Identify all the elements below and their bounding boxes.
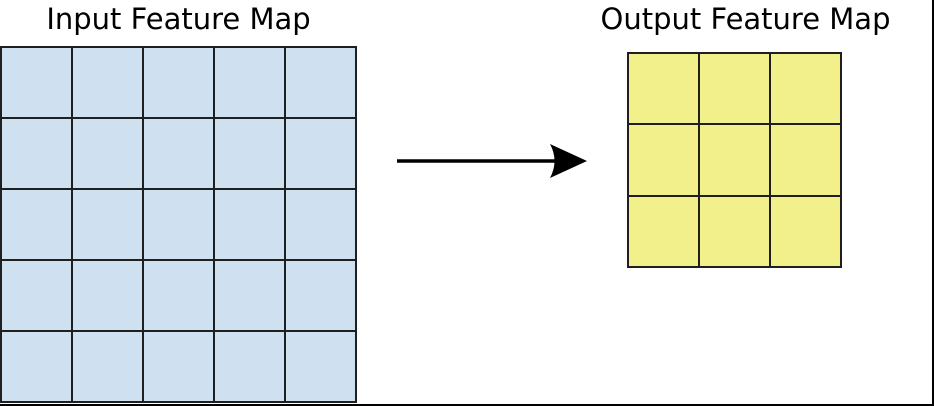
grid-cell (771, 125, 840, 195)
grid-cell (2, 332, 71, 401)
grid-cell (144, 119, 213, 188)
grid-cell (2, 119, 71, 188)
grid-cell (286, 332, 355, 401)
grid-cell (286, 48, 355, 117)
grid-cell (771, 196, 840, 266)
grid-cell (2, 190, 71, 259)
output-feature-map-grid (627, 52, 842, 268)
grid-cell (2, 48, 71, 117)
grid-cell (629, 196, 698, 266)
grid-cell (73, 190, 142, 259)
input-feature-map-grid (0, 46, 357, 403)
grid-cell (73, 332, 142, 401)
output-feature-map-title: Output Feature Map (600, 2, 891, 36)
grid-cell (215, 332, 284, 401)
grid-cell (700, 125, 769, 195)
grid-cell (73, 261, 142, 330)
grid-cell (286, 119, 355, 188)
grid-cell (144, 190, 213, 259)
grid-cell (771, 54, 840, 124)
grid-cell (73, 119, 142, 188)
grid-cell (144, 332, 213, 401)
grid-cell (144, 261, 213, 330)
grid-cell (286, 190, 355, 259)
grid-cell (215, 261, 284, 330)
grid-cell (215, 48, 284, 117)
input-feature-map-title: Input Feature Map (46, 2, 311, 36)
right-arrow-icon (393, 139, 593, 183)
grid-cell (73, 48, 142, 117)
grid-cell (144, 48, 213, 117)
grid-cell (700, 196, 769, 266)
grid-cell (629, 54, 698, 124)
grid-cell (700, 54, 769, 124)
grid-cell (215, 119, 284, 188)
grid-cell (629, 125, 698, 195)
grid-cell (286, 261, 355, 330)
grid-cell (2, 261, 71, 330)
grid-cell (215, 190, 284, 259)
